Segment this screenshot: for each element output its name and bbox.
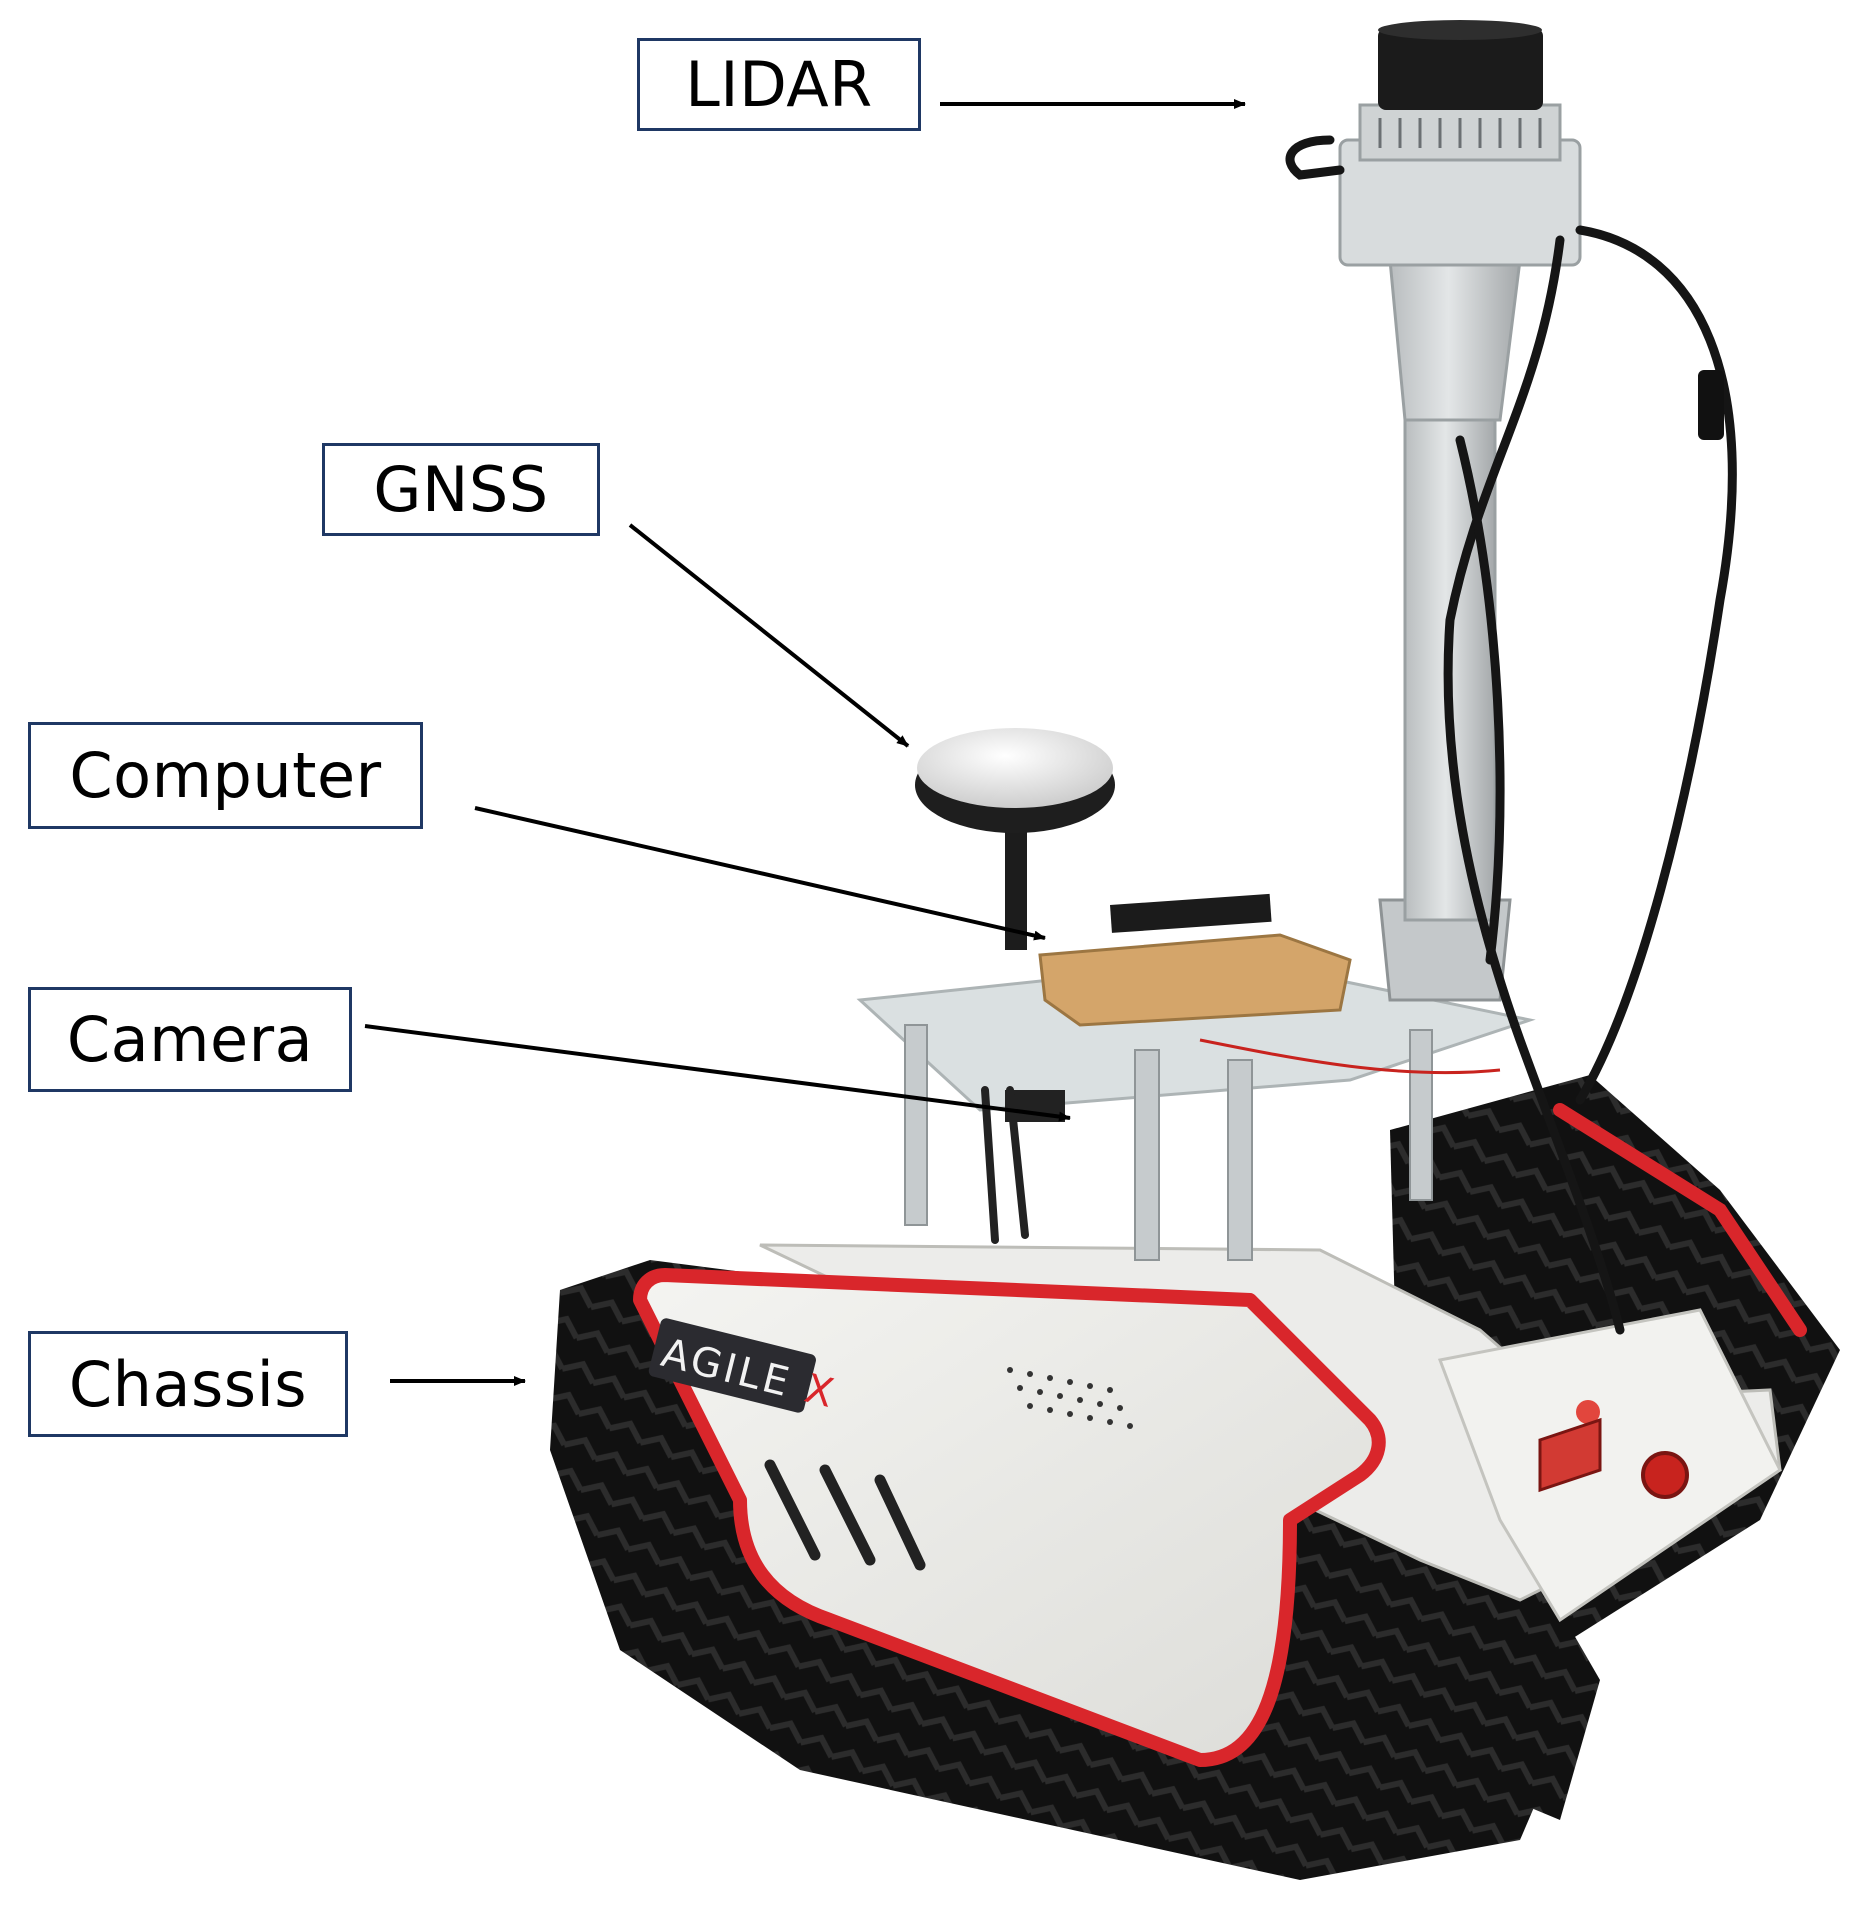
status-light-icon (1576, 1400, 1600, 1424)
cable-ferrite (1698, 370, 1724, 440)
computer-unit (1038, 933, 1352, 1027)
lidar-sensor (1378, 20, 1543, 110)
label-gnss: GNSS (322, 443, 600, 536)
arrow-computer (474, 806, 1046, 941)
gnss-antenna (915, 728, 1115, 950)
label-computer: Computer (28, 722, 423, 829)
annotation-arrows (364, 99, 1246, 1386)
sensor-mast (1338, 103, 1582, 1002)
antennas (981, 1086, 1029, 1244)
emergency-stop-icon (1641, 1451, 1689, 1499)
brand-plate (648, 1318, 816, 1413)
vent-slots (764, 1459, 926, 1571)
arrow-gnss (628, 523, 910, 748)
standoffs (904, 1024, 1433, 1261)
speaker-grille (1007, 1367, 1133, 1429)
red-wire (1199, 1038, 1501, 1075)
label-chassis: Chassis (28, 1331, 348, 1437)
computer-board (1109, 893, 1272, 933)
switch-icon (1538, 1417, 1602, 1493)
cables (1285, 135, 1737, 1335)
label-lidar: LIDAR (637, 38, 921, 131)
arrow-camera (364, 1024, 1071, 1122)
label-camera: Camera (28, 987, 352, 1092)
chassis-rear-panel (1437, 1308, 1782, 1623)
chassis-side-panel (633, 1268, 1386, 1767)
